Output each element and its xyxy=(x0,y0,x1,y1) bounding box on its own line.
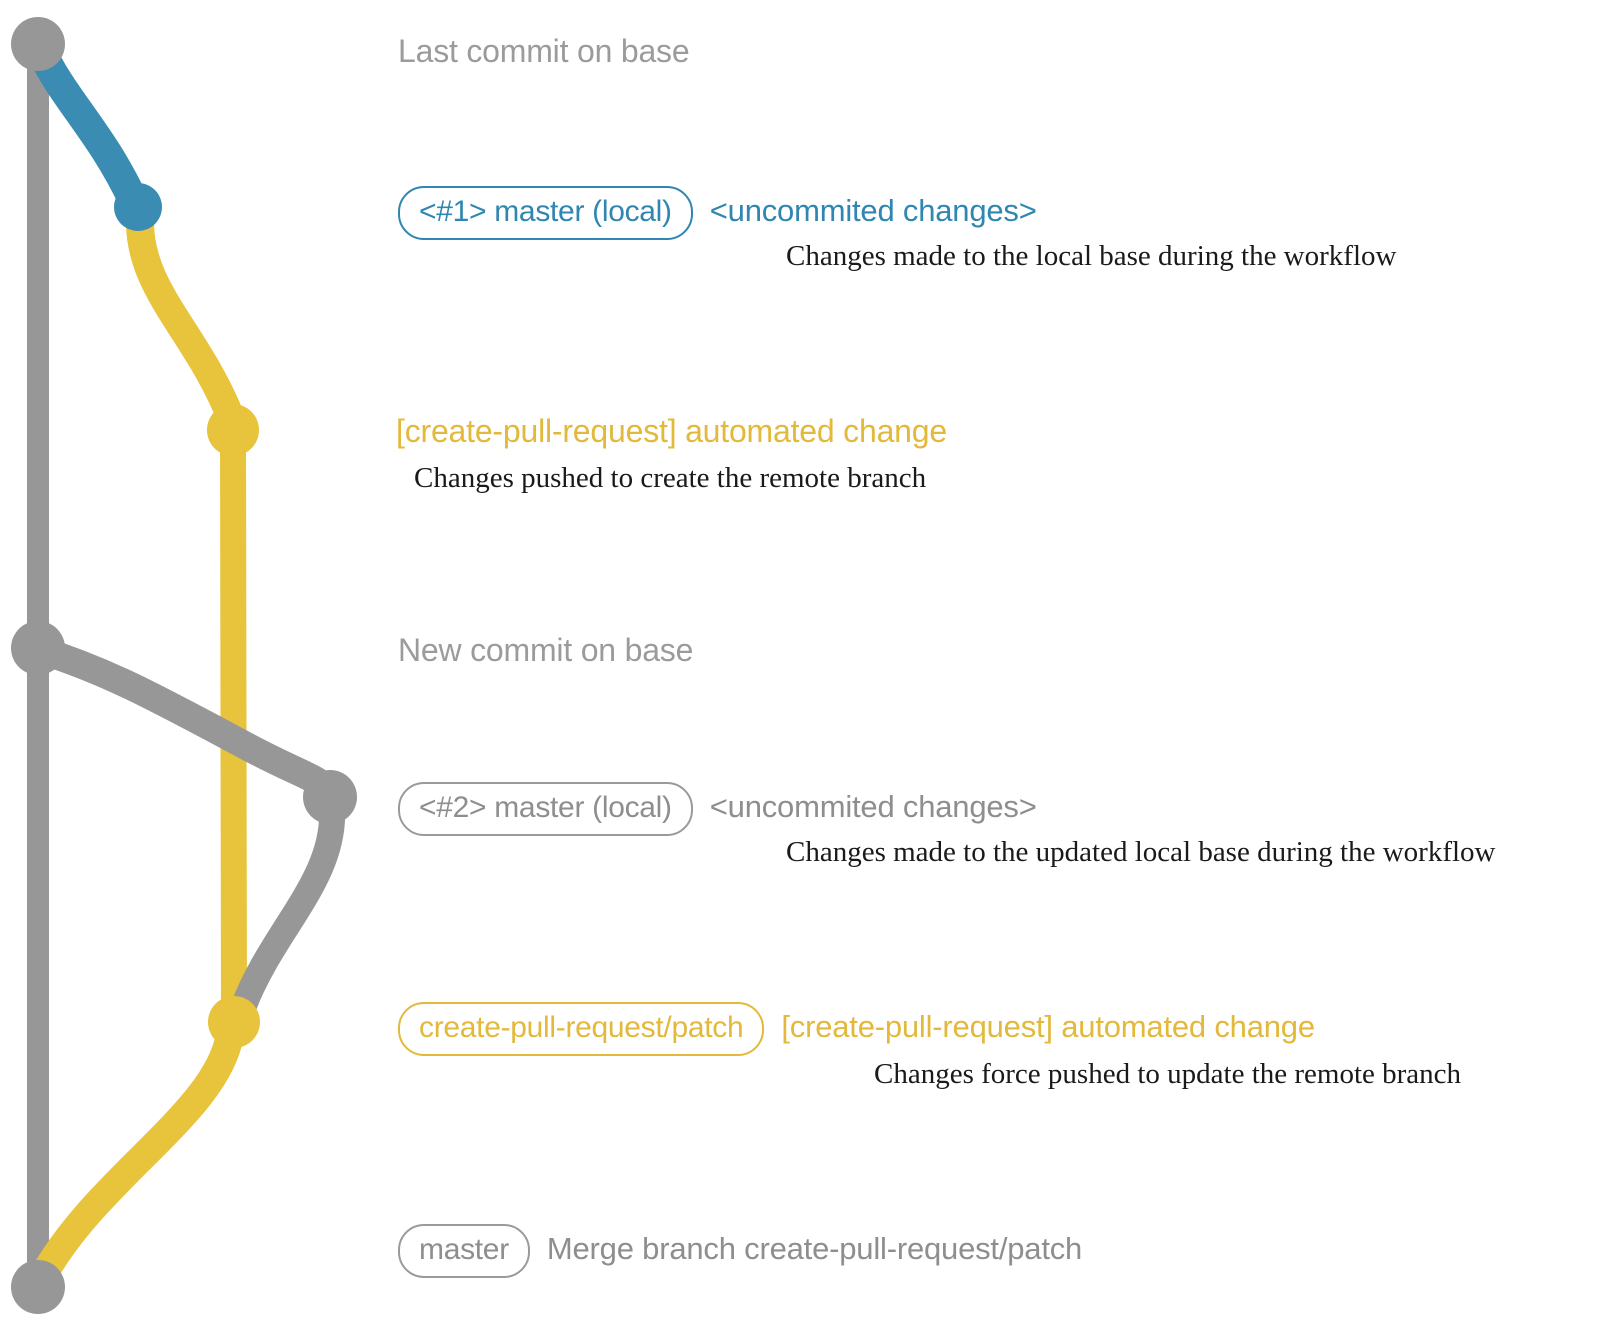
edge-base-to-local2 xyxy=(26,636,342,804)
row-local-1: <#1> master (local) <uncommited changes> xyxy=(398,186,1037,240)
label-last-commit-on-base: Last commit on base xyxy=(398,33,690,69)
row-patch-branch: create-pull-request/patch [create-pull-r… xyxy=(398,1002,1315,1056)
node-master-merge-commit[interactable] xyxy=(11,1260,65,1314)
node-local-commit-2[interactable] xyxy=(303,770,357,824)
row-master-merge: master Merge branch create-pull-request/… xyxy=(398,1224,1082,1278)
row-local-2: <#2> master (local) <uncommited changes> xyxy=(398,782,1037,836)
edge-local1-to-patch1 xyxy=(125,204,245,432)
commit-message-local-2: <uncommited changes> xyxy=(709,789,1037,824)
edge-local2-to-patch2 xyxy=(230,795,346,1021)
badge-local-2[interactable]: <#2> master (local) xyxy=(398,782,693,836)
node-patch-commit-1[interactable] xyxy=(207,404,259,456)
commit-message-automated-change-1: [create-pull-request] automated change xyxy=(396,413,947,449)
node-patch-commit-2[interactable] xyxy=(208,996,260,1048)
description-patch-branch: Changes force pushed to update the remot… xyxy=(874,1058,1462,1090)
badge-master[interactable]: master xyxy=(398,1224,530,1278)
commit-message-patch-branch: [create-pull-request] automated change xyxy=(781,1009,1315,1044)
badge-patch-branch[interactable]: create-pull-request/patch xyxy=(398,1002,765,1056)
node-base-new-commit[interactable] xyxy=(11,621,65,675)
label-new-commit-on-base: New commit on base xyxy=(398,632,694,668)
commit-message-master-merge: Merge branch create-pull-request/patch xyxy=(546,1231,1083,1266)
commit-graph-svg xyxy=(11,17,357,1314)
edge-patch2-to-merge xyxy=(28,1020,244,1292)
commit-message-local-1: <uncommited changes> xyxy=(709,193,1037,228)
node-local-commit-1[interactable] xyxy=(114,183,162,231)
edge-base-to-local1 xyxy=(25,33,148,215)
node-base-head[interactable] xyxy=(11,17,65,71)
description-automated-change-1: Changes pushed to create the remote bran… xyxy=(414,462,927,494)
description-local-1: Changes made to the local base during th… xyxy=(786,240,1397,272)
badge-local-1[interactable]: <#1> master (local) xyxy=(398,186,693,240)
description-local-2: Changes made to the updated local base d… xyxy=(786,836,1496,868)
